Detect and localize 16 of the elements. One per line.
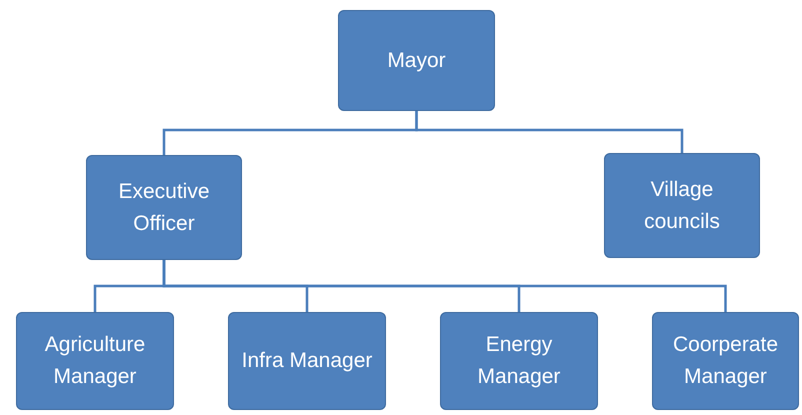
org-box — [228, 312, 386, 410]
org-box — [652, 312, 799, 410]
box-label: Coorperate Manager — [672, 332, 780, 390]
box-label: Energy Manager — [476, 332, 562, 390]
org-box — [338, 10, 495, 111]
box-label: Infra Manager — [242, 348, 372, 374]
box-label: Village councils — [643, 176, 721, 234]
connector-line — [415, 111, 684, 153]
org-box — [86, 155, 242, 260]
box-label: Mayor — [387, 48, 446, 74]
box-label: Agriculture Manager — [44, 332, 146, 390]
org-box — [440, 312, 598, 410]
org-box — [604, 153, 760, 258]
connector-line — [162, 260, 727, 312]
org-box — [16, 312, 174, 410]
box-label: Executive Officer — [117, 178, 211, 236]
